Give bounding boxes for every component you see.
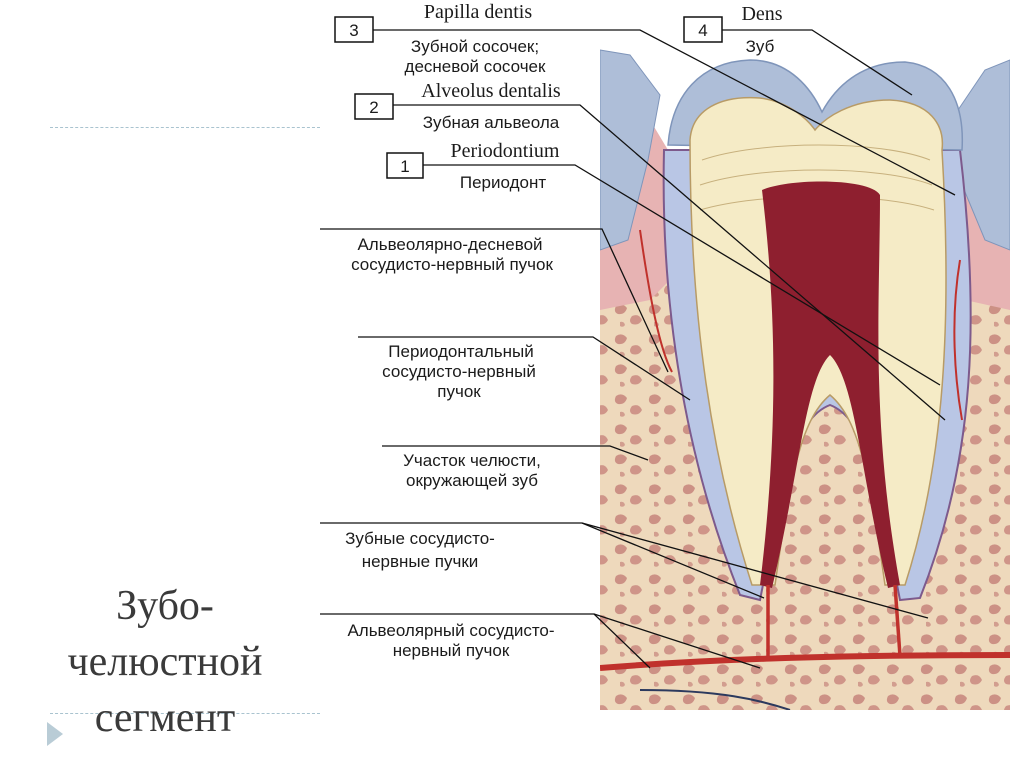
leader-periodontium bbox=[422, 164, 941, 386]
label-period-bundle-2: сосудисто-нервный bbox=[382, 362, 536, 381]
slide-title-line-3: сегмент bbox=[94, 695, 236, 741]
label-dental-bundles-2: нервные пучки bbox=[362, 552, 479, 571]
leader-dental-right bbox=[581, 522, 929, 619]
label-period-bundle-1: Периодонтальный bbox=[388, 342, 533, 361]
number-box-4 bbox=[683, 16, 723, 43]
number-1: 1 bbox=[400, 157, 409, 176]
decorative-rule-bottom bbox=[50, 713, 320, 714]
label-dens-ru: Зуб bbox=[746, 37, 775, 56]
label-jaw-1: Участок челюсти, bbox=[403, 451, 541, 470]
number-4: 4 bbox=[698, 21, 707, 40]
anatomy-illustration bbox=[600, 49, 1010, 710]
number-box-1 bbox=[386, 152, 424, 179]
leader-alv-ging bbox=[320, 228, 669, 373]
number-boxes: 3 4 2 1 bbox=[334, 16, 723, 179]
number-box-2 bbox=[354, 93, 394, 120]
label-papilla-ru-1: Зубной сосочек; bbox=[411, 37, 539, 56]
number-3: 3 bbox=[349, 21, 358, 40]
label-dental-bundles-1: Зубные сосудисто- bbox=[345, 529, 495, 548]
decorative-rule-top bbox=[50, 127, 320, 128]
leader-dens bbox=[720, 29, 913, 96]
label-alveolus-ru: Зубная альвеола bbox=[423, 113, 560, 132]
diagram-labels: Papilla dentis Зубной сосочек; десневой … bbox=[345, 1, 783, 660]
label-alv-bundle-2: нервный пучок bbox=[393, 641, 510, 660]
label-papilla-latin: Papilla dentis bbox=[424, 1, 533, 23]
label-alv-ging-2: сосудисто-нервный пучок bbox=[351, 255, 553, 274]
leader-papilla bbox=[372, 29, 956, 196]
label-dens-latin: Dens bbox=[741, 3, 782, 25]
label-period-bundle-3: пучок bbox=[437, 382, 481, 401]
number-2: 2 bbox=[369, 98, 378, 117]
corner-arrow-icon bbox=[47, 722, 63, 746]
label-alv-ging-1: Альвеолярно-десневой bbox=[357, 235, 542, 254]
tooth-pulp bbox=[760, 181, 900, 589]
neighbor-tooth-left bbox=[600, 49, 661, 251]
label-periodontium-ru: Периодонт bbox=[460, 173, 546, 192]
alveolar-gingival-vessel-left bbox=[639, 229, 673, 373]
leader-jaw bbox=[382, 445, 649, 461]
slide-title: Зубо- челюстной сегмент bbox=[25, 578, 305, 746]
number-box-3 bbox=[334, 16, 374, 43]
label-alveolus-latin: Alveolus dentalis bbox=[421, 80, 561, 102]
leader-period-bundle bbox=[358, 336, 691, 401]
dental-vessel-right bbox=[893, 584, 902, 657]
alveolar-vessel-bundle bbox=[600, 652, 1010, 671]
slide-title-line-2: челюстной bbox=[67, 639, 263, 685]
leader-lines bbox=[320, 29, 956, 669]
slide-title-line-1: Зубо- bbox=[116, 583, 214, 629]
label-papilla-ru-2: десневой сосочек bbox=[405, 57, 546, 76]
label-periodontium-latin: Periodontium bbox=[451, 140, 560, 162]
label-alv-bundle-1: Альвеолярный сосудисто- bbox=[347, 621, 554, 640]
label-jaw-2: окружающей зуб bbox=[406, 471, 538, 490]
alveolar-gingival-vessel-right bbox=[953, 259, 963, 421]
nerve-line bbox=[639, 689, 791, 710]
leader-alv-bundle-2 bbox=[593, 613, 761, 669]
